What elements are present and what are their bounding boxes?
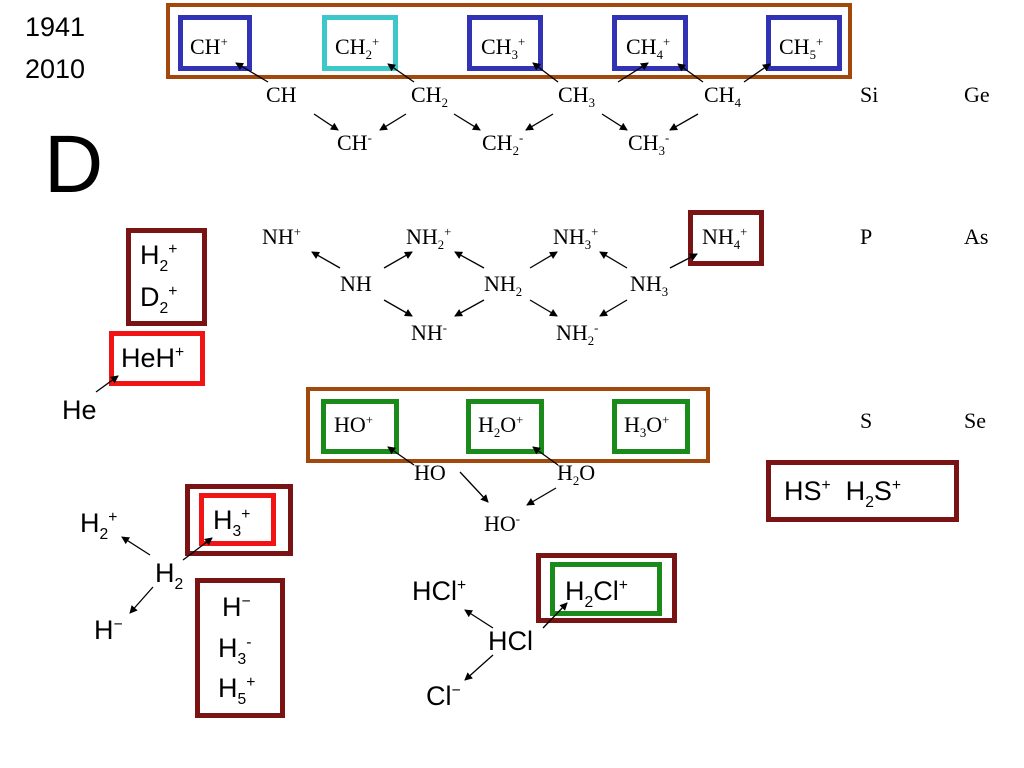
formula-h2: H2 [155, 558, 184, 593]
ch3-plus-box [467, 15, 543, 71]
formula-h3o-plus: H3O+ [624, 412, 670, 441]
h3-plus-inner-box [199, 493, 276, 546]
formula-h3-plus: H3+ [213, 505, 251, 540]
formula-ho-minus: HO- [484, 511, 521, 536]
hydrogen-molecular-ions-box [126, 228, 207, 326]
formula-ch3: CH3 [558, 82, 595, 111]
formula-h2-plus: H2+ [140, 240, 178, 275]
formula-ch-plus: CH+ [190, 34, 228, 59]
formula-ho: HO [414, 460, 446, 485]
element-label-se: Se [964, 408, 986, 433]
h2cl-plus-inner-box [550, 562, 662, 616]
ch5-plus-box [766, 15, 842, 71]
formula-ch4: CH4 [704, 82, 741, 111]
sulfur-ions-box [766, 460, 959, 522]
formula-hcl-plus: HCl+ [412, 576, 467, 606]
formula-ch2-minus: CH2- [482, 130, 524, 159]
formula-nh2: NH2 [484, 271, 523, 300]
element-label-si: Si [860, 82, 879, 107]
ch-cation-group-box [166, 3, 852, 79]
formula-nh-minus: NH- [411, 320, 448, 345]
formula-h-minus: H− [94, 615, 123, 645]
formula-ch3-plus: CH3+ [481, 34, 526, 63]
h3-plus-outer-box [185, 484, 293, 556]
formula-nh2-plus: NH2+ [406, 224, 452, 253]
formula-h2-plus-product: H2+ [80, 508, 118, 543]
formula-sulfur-ions: HS+ H2S+ [784, 476, 902, 511]
formula-ch5-plus: CH5+ [779, 34, 824, 63]
formula-ho-plus: HO+ [334, 412, 373, 437]
formula-he: He [62, 395, 97, 425]
formula-d2-plus: D2+ [140, 282, 178, 317]
element-label-ge: Ge [964, 82, 990, 107]
element-label-p: P [860, 224, 873, 249]
formula-nh: NH [340, 271, 372, 296]
formula-h5-plus: H5+ [218, 673, 256, 708]
year-1941: 1941 [25, 12, 86, 42]
h2o-plus-box [466, 399, 544, 454]
formula-cl-minus: Cl− [426, 681, 461, 711]
formula-nh-plus: NH+ [262, 224, 301, 249]
formula-nh3: NH3 [630, 271, 669, 300]
year-2010: 2010 [25, 54, 86, 84]
formula-h2o: H2O [557, 460, 596, 489]
ch2-plus-box [322, 15, 398, 71]
formula-ch4-plus: CH4+ [626, 34, 671, 63]
formula-heh-plus: HeH+ [121, 343, 185, 373]
formula-ch-minus: CH- [337, 130, 372, 155]
formula-ch2-plus: CH2+ [335, 34, 380, 63]
formula-ch: CH [266, 82, 297, 107]
heh-plus-box [109, 331, 205, 386]
formula-hcl: HCl [488, 626, 533, 656]
ho-plus-box [321, 399, 399, 454]
element-label-as: As [964, 224, 989, 249]
formula-ch3-minus: CH3- [628, 130, 670, 159]
hydrogen-anions-box [195, 578, 285, 718]
ho-cation-group-box [306, 387, 710, 463]
ch-plus-box [178, 15, 252, 71]
formula-h2cl-plus: H2Cl+ [565, 576, 628, 611]
ch4-plus-box [612, 15, 688, 71]
formula-h-minus-boxed: H− [222, 592, 251, 622]
formula-h2o-plus: H2O+ [478, 412, 524, 441]
formula-ch2: CH2 [411, 82, 448, 111]
element-label-s: S [860, 408, 873, 433]
h2cl-plus-outer-box [536, 553, 677, 623]
panel-letter: D [44, 119, 104, 210]
formula-nh4-plus: NH4+ [702, 224, 748, 253]
nh4-plus-box [688, 210, 764, 266]
formula-nh2-minus: NH2- [556, 320, 599, 349]
formula-h3-minus: H3- [218, 633, 252, 668]
formula-nh3-plus: NH3+ [553, 224, 599, 253]
h3o-plus-box [612, 399, 690, 454]
